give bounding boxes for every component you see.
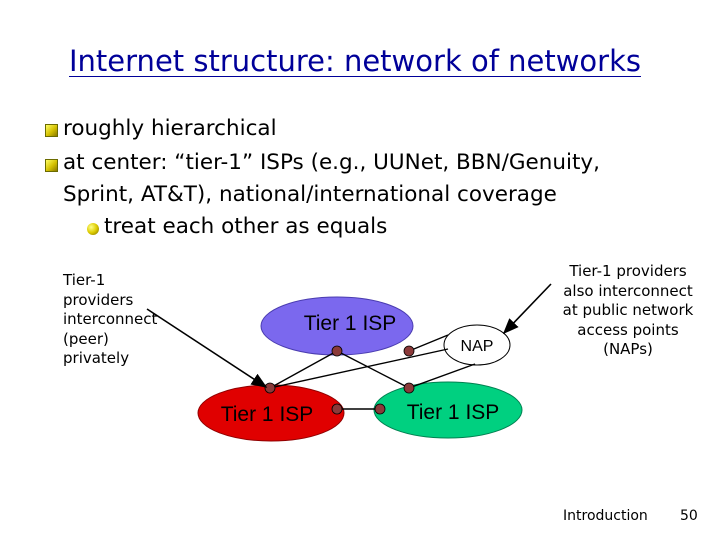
router-dot-top-1 xyxy=(331,345,343,357)
left-note: Tier-1 providers interconnect (peer) pri… xyxy=(63,271,158,368)
footer-page-number: 50 xyxy=(680,508,698,524)
router-dot-right-left xyxy=(374,403,386,415)
link-top-right xyxy=(336,350,410,389)
router-dot-left-top xyxy=(264,382,276,394)
nap-oval xyxy=(443,324,511,366)
bullet-marker-1 xyxy=(45,124,58,137)
nap-label: NAP xyxy=(461,338,494,355)
right-note: Tier-1 providers also interconnect at pu… xyxy=(562,262,694,359)
arrow-left-note xyxy=(146,308,268,388)
router-dot-left-right xyxy=(331,403,343,415)
link-top-nap xyxy=(408,334,449,352)
isp-right-oval xyxy=(373,381,523,439)
slide-title: Internet structure: network of networks xyxy=(69,44,641,78)
link-left-nap xyxy=(269,348,449,389)
sub-bullet-marker xyxy=(87,223,99,235)
sub-bullet-treat-equals: treat each other as equals xyxy=(104,214,388,239)
bullet-center-tier1-line2: Sprint, AT&T), national/international co… xyxy=(63,182,557,207)
bullet-marker-2 xyxy=(45,159,58,172)
isp-left-label: Tier 1 ISP xyxy=(221,403,314,426)
bullet-center-tier1-line1: at center: “tier-1” ISPs (e.g., UUNet, B… xyxy=(63,150,600,175)
arrow-right-note xyxy=(502,283,552,335)
link-right-nap xyxy=(408,363,476,389)
router-dot-right-top xyxy=(403,382,415,394)
link-top-left xyxy=(269,350,338,389)
footer-section: Introduction xyxy=(563,508,648,524)
router-dot-top-2 xyxy=(403,345,415,357)
isp-right-label: Tier 1 ISP xyxy=(407,401,500,424)
bullet-roughly-hierarchical: roughly hierarchical xyxy=(63,116,277,141)
isp-top-label: Tier 1 ISP xyxy=(304,312,397,335)
